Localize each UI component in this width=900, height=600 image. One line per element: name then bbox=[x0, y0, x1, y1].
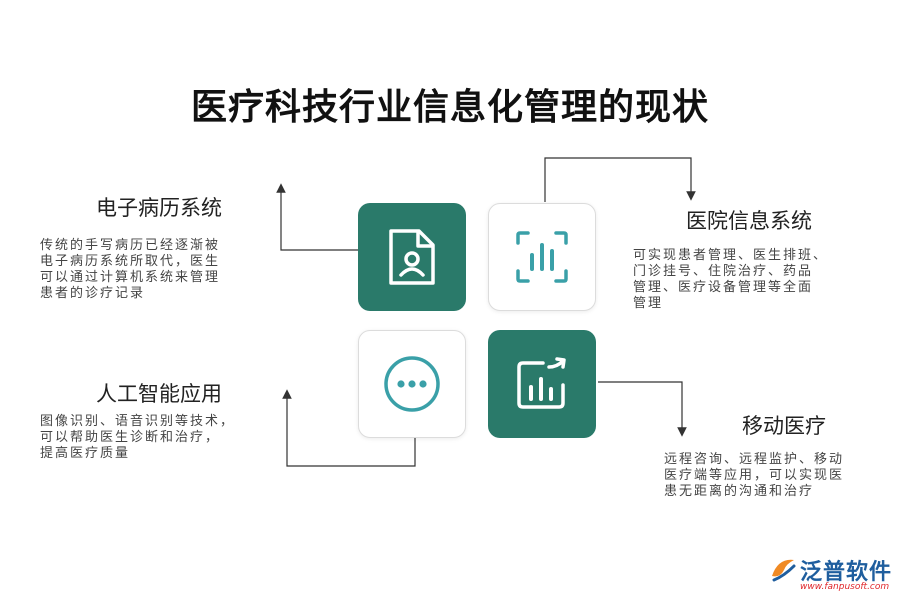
desc-line: 图像识别、语音识别等技术， bbox=[40, 414, 236, 429]
connector-his bbox=[544, 157, 696, 202]
page-title: 医疗科技行业信息化管理的现状 bbox=[190, 86, 709, 128]
desc-line: 医疗端等应用，可以实现医 bbox=[664, 468, 845, 483]
document-user-icon bbox=[389, 229, 435, 285]
desc-line: 提高医疗质量 bbox=[40, 446, 131, 461]
section-heading-ai: 人工智能应用 bbox=[96, 382, 222, 406]
logo-mark-icon bbox=[772, 559, 796, 582]
desc-line: 管理、医疗设备管理等全面 bbox=[633, 280, 814, 295]
chart-share-icon bbox=[517, 357, 566, 409]
logo-url: www.fanpusoft.com bbox=[800, 582, 890, 592]
tile-ai bbox=[358, 330, 466, 438]
brand-logo: 泛普软件 www.fanpusoft.com bbox=[768, 552, 898, 598]
desc-line: 可以通过计算机系统来管理 bbox=[40, 270, 221, 285]
desc-line: 可实现患者管理、医生排班、 bbox=[633, 248, 829, 263]
desc-line: 远程咨询、远程监护、移动 bbox=[664, 452, 845, 467]
section-heading-his: 医院信息系统 bbox=[686, 209, 812, 233]
logo-name: 泛普软件 bbox=[800, 560, 893, 585]
section-desc-his: 可实现患者管理、医生排班、 门诊挂号、住院治疗、药品 管理、医疗设备管理等全面 … bbox=[633, 248, 873, 312]
more-dots-icon bbox=[384, 356, 440, 412]
desc-line: 电子病历系统所取代，医生 bbox=[40, 254, 221, 269]
connector-ehr bbox=[276, 183, 358, 251]
bar-chart-frame-icon bbox=[516, 231, 568, 283]
section-heading-mobile: 移动医疗 bbox=[742, 414, 826, 438]
desc-line: 门诊挂号、住院治疗、药品 bbox=[633, 264, 814, 279]
tile-his bbox=[488, 203, 596, 311]
desc-line: 可以帮助医生诊断和治疗， bbox=[40, 430, 221, 445]
section-desc-ehr: 传统的手写病历已经逐渐被 电子病历系统所取代，医生 可以通过计算机系统来管理 患… bbox=[40, 238, 270, 302]
desc-line: 患无距离的沟通和治疗 bbox=[664, 484, 815, 499]
section-heading-ehr: 电子病历系统 bbox=[96, 196, 222, 220]
tile-mobile bbox=[488, 330, 596, 438]
connector-mobile bbox=[598, 381, 687, 437]
desc-line: 管理 bbox=[633, 296, 664, 311]
connector-ai bbox=[282, 389, 416, 467]
desc-line: 传统的手写病历已经逐渐被 bbox=[40, 238, 221, 253]
section-desc-mobile: 远程咨询、远程监护、移动 医疗端等应用，可以实现医 患无距离的沟通和治疗 bbox=[664, 452, 884, 500]
tile-ehr bbox=[358, 203, 466, 311]
desc-line: 患者的诊疗记录 bbox=[40, 286, 146, 301]
section-desc-ai: 图像识别、语音识别等技术， 可以帮助医生诊断和治疗， 提高医疗质量 bbox=[40, 414, 280, 462]
